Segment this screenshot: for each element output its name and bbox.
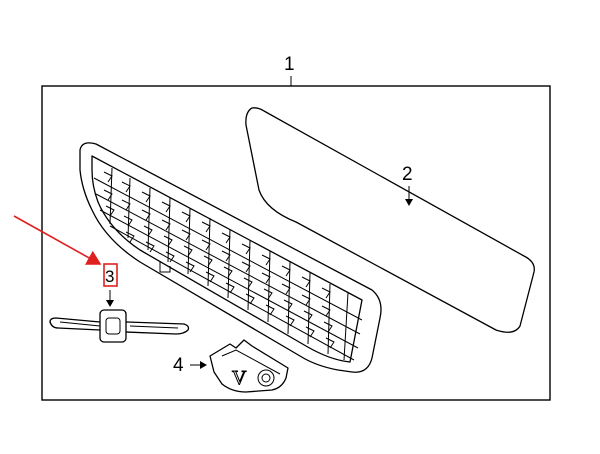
grille-cells bbox=[103, 171, 335, 349]
emblem-badge bbox=[49, 309, 190, 343]
callout-3: 3 bbox=[103, 263, 118, 307]
callout-3-label: 3 bbox=[105, 267, 114, 286]
grille-bars bbox=[93, 177, 363, 361]
callout-4-label: 4 bbox=[173, 355, 184, 376]
callout-2-label: 2 bbox=[402, 164, 413, 185]
callout-1-label: 1 bbox=[284, 54, 295, 75]
callout-2: 2 bbox=[402, 164, 413, 206]
callout-1: 1 bbox=[284, 54, 295, 86]
callout-3-highlight-box bbox=[103, 263, 118, 287]
lettering-bracket: V bbox=[209, 339, 289, 393]
callout-4: 4 bbox=[173, 355, 207, 376]
glass-panel bbox=[245, 107, 535, 333]
assembly-frame bbox=[41, 85, 551, 401]
bracket-lettering: V bbox=[232, 367, 247, 389]
grille-mount-tab bbox=[159, 262, 171, 273]
grille bbox=[79, 142, 382, 373]
highlight-pointer-arrow bbox=[13, 215, 102, 265]
